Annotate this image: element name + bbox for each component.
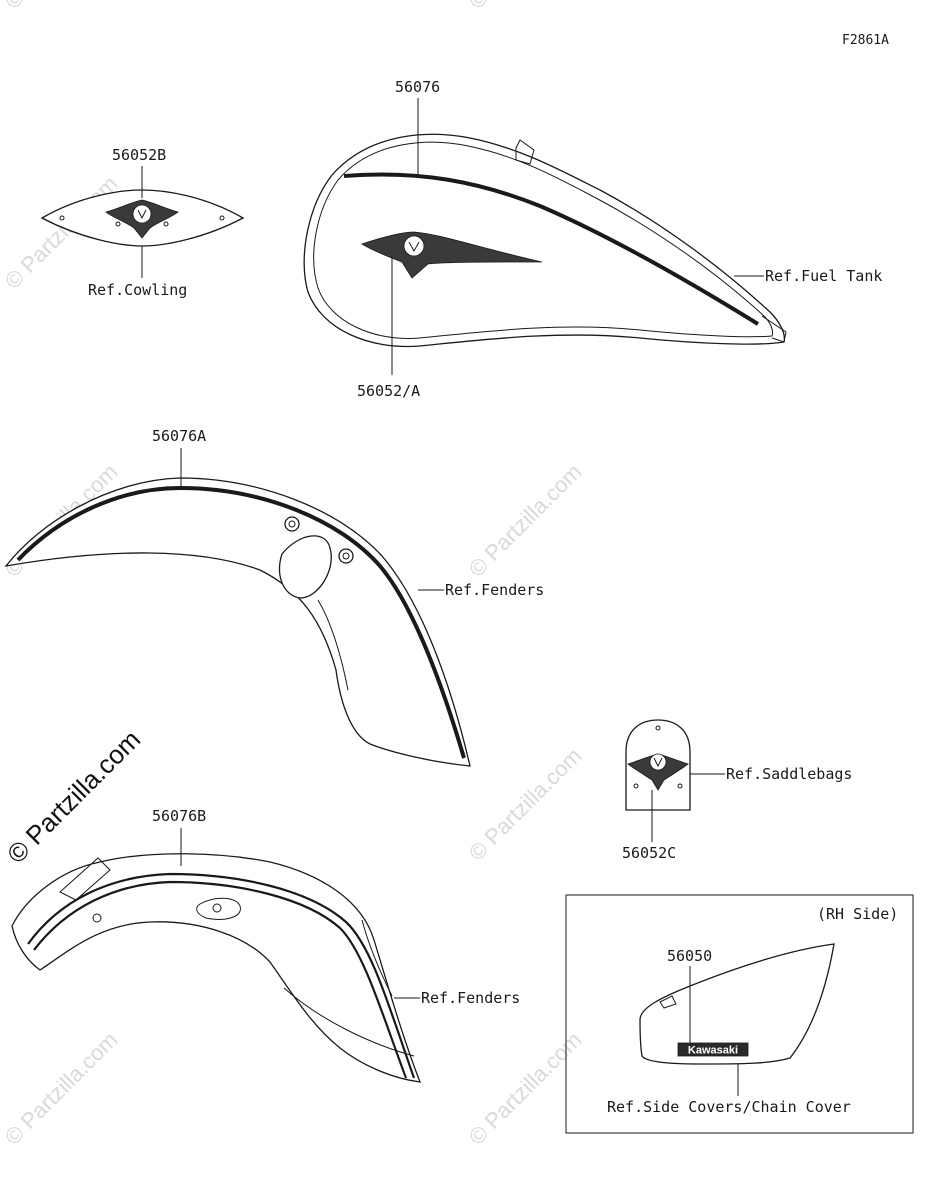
front-fender-part <box>4 477 471 767</box>
rear-fender-side-line <box>361 919 393 997</box>
part-number-56052C[interactable]: 56052C <box>622 844 676 862</box>
fuel-cap-tab <box>515 139 535 165</box>
fender-bolt <box>338 548 354 564</box>
saddlebag-hole <box>655 725 661 731</box>
rear-fender-outline <box>11 853 421 1083</box>
saddlebag-v-emblem-badge <box>649 753 667 771</box>
v-letter-mark <box>137 209 147 220</box>
part-number-56052A[interactable]: 56052/A <box>357 382 420 400</box>
rear-fender-inner-line <box>283 987 415 1057</box>
watermark-text: © Partzilla.com <box>0 0 122 14</box>
fuel-tank-inner-edge <box>313 141 773 340</box>
part-number-56076A[interactable]: 56076A <box>152 427 206 445</box>
watermark-text: © Partzilla.com <box>464 743 587 866</box>
emblem-pin <box>115 221 121 227</box>
fuel-tank-outline <box>303 133 786 348</box>
rear-fender-stripe-inner <box>33 880 408 1079</box>
v-emblem-badge <box>132 204 152 224</box>
saddlebag-emblem-part <box>625 719 691 811</box>
emblem-pin <box>633 783 639 789</box>
partzilla-watermark: © Partzilla.com <box>1 724 146 869</box>
kawasaki-logo-plate <box>677 1042 749 1057</box>
ref-fenders-rear-label[interactable]: Ref.Fenders <box>421 989 520 1007</box>
emblem-pin <box>677 783 683 789</box>
watermark-text: © Partzilla.com <box>464 459 587 582</box>
front-fender-outline <box>4 477 471 767</box>
rear-fender-part <box>11 853 421 1083</box>
ref-cowling-label[interactable]: Ref.Cowling <box>88 281 187 299</box>
kawasaki-logo-text: Kawasaki <box>688 1045 738 1057</box>
part-number-56076[interactable]: 56076 <box>395 78 440 96</box>
rh-side-inset-box <box>565 894 914 1134</box>
cowling-emblem-part <box>40 189 245 247</box>
ref-fuel-tank-label[interactable]: Ref.Fuel Tank <box>765 267 882 285</box>
rear-fender-bolt <box>92 913 102 923</box>
fuel-tank-part <box>303 133 787 348</box>
front-fender-stripe <box>16 485 466 759</box>
ref-side-covers-label[interactable]: Ref.Side Covers/Chain Cover <box>607 1098 851 1116</box>
watermark-text: © Partzilla.com <box>464 1027 587 1150</box>
part-number-56052B[interactable]: 56052B <box>112 146 166 164</box>
part-number-56050[interactable]: 56050 <box>667 947 712 965</box>
saddlebag-v-letter-mark <box>653 757 663 768</box>
fender-bolt-center <box>288 520 296 528</box>
cowling-hole <box>59 215 65 221</box>
tank-v-emblem-badge <box>403 235 425 257</box>
fork-opening <box>278 535 332 599</box>
rear-fender-bolt <box>212 903 222 913</box>
side-cover-tab <box>659 995 677 1009</box>
inset-title: (RH Side) <box>817 905 898 923</box>
saddlebag-v-emblem-wing <box>627 753 689 791</box>
part-number-56076B[interactable]: 56076B <box>152 807 206 825</box>
watermark-text: © Partzilla.com <box>0 1027 122 1150</box>
tank-rear-mount <box>761 315 787 343</box>
cowling-hole <box>219 215 225 221</box>
fender-bolt <box>284 516 300 532</box>
ref-saddlebags-label[interactable]: Ref.Saddlebags <box>726 765 852 783</box>
figure-code: F2861A <box>842 33 889 48</box>
rear-fender-front-tab <box>59 857 111 901</box>
tank-v-letter-mark <box>408 241 420 253</box>
ref-fenders-front-label[interactable]: Ref.Fenders <box>445 581 544 599</box>
rear-fender-stripe-outer <box>27 872 416 1079</box>
emblem-pin <box>163 221 169 227</box>
rear-fender-slot <box>196 897 241 920</box>
watermark-text: © Partzilla.com <box>464 0 587 14</box>
fender-bolt-center <box>342 552 350 560</box>
fender-inner-line <box>317 599 349 691</box>
fuel-tank-stripe <box>343 172 760 326</box>
side-cover-part: Kawasaki <box>639 943 835 1065</box>
